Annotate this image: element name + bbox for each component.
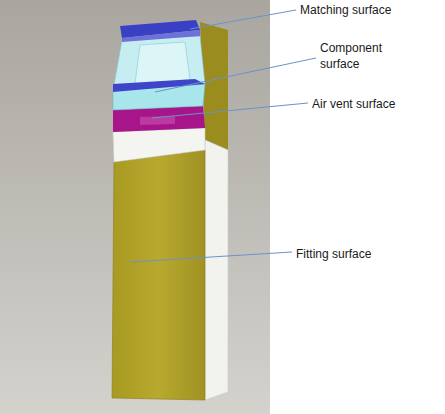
component-recess [135,42,190,84]
leader-lines [130,10,316,262]
leader-line [152,103,308,118]
fitting-face [112,150,205,400]
vent-band [113,106,205,132]
part-label: Matching surface [300,2,430,18]
part-label: Air vent surface [312,96,437,112]
matching-edge [122,30,200,42]
side-strip [205,140,228,400]
background [0,0,270,414]
part-label: Fitting surface [296,246,426,262]
leader-line [190,10,296,29]
white-band [113,128,205,162]
leader-line [130,252,292,262]
matching-face-lower [113,79,205,92]
leader-line [155,58,316,92]
part-label: Component surface [320,40,392,72]
